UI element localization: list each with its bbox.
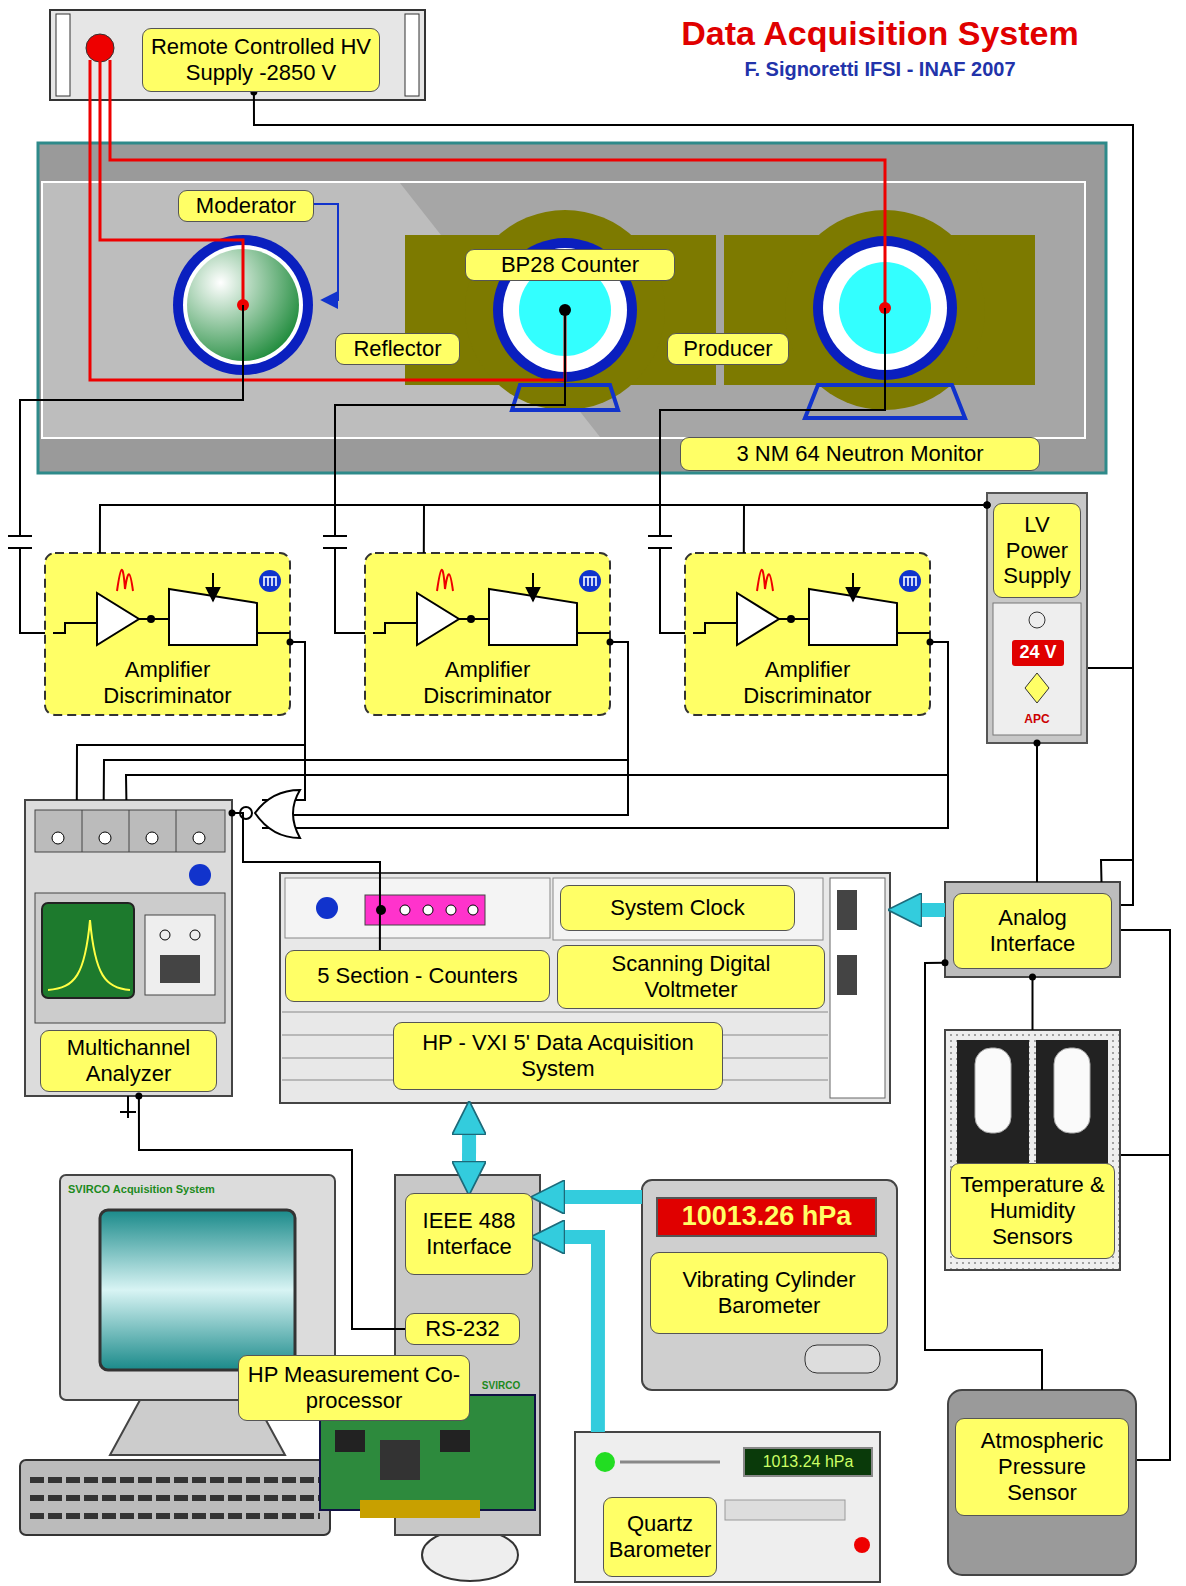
multichannel-analyzer: Multichannel Analyzer <box>25 800 232 1096</box>
junction-dot <box>984 502 991 509</box>
diagram-title: Data Acquisition System <box>600 14 1160 53</box>
node-text: Producer <box>683 336 772 362</box>
interface-box: IEEE 488 Interface <box>405 1193 533 1275</box>
wire-connector <box>1032 977 1034 1030</box>
amplifier-discriminator: Amplifier Discriminator <box>365 553 610 715</box>
or-gate <box>240 790 300 838</box>
wire-connector <box>100 505 987 553</box>
junction-dot <box>984 502 991 509</box>
wire-connector <box>744 505 987 553</box>
junction-dot <box>942 959 949 966</box>
signal-wires <box>8 305 1170 1460</box>
wire-connector <box>254 92 1133 882</box>
node-text: SVIRCO Acquisition System <box>68 1181 288 1197</box>
node-text: Remote Controlled HV Supply -2850 V <box>149 34 373 86</box>
node-text: 10013.26 hPa <box>656 1197 877 1237</box>
multichannel-analyzer <box>25 800 232 1118</box>
node-text: HP Measurement Co-processor <box>245 1362 463 1414</box>
hv-rack <box>50 10 425 100</box>
amplifier-discriminator: Amplifier Discriminator <box>685 553 930 715</box>
junction-dot <box>287 639 294 646</box>
sensor-housing <box>945 1030 1120 1270</box>
node-text: IEEE 488 Interface <box>412 1208 526 1260</box>
bus-arrow <box>551 1190 642 1204</box>
junction-dot <box>607 639 614 646</box>
note-label: APC <box>1012 712 1062 726</box>
barometer: 1013.24 hPaQuartz Barometer <box>575 1432 880 1582</box>
part-label: Moderator <box>178 190 314 222</box>
node-text: Amplifier Discriminator <box>710 654 905 712</box>
node-text: Amplifier Discriminator <box>390 654 585 712</box>
node-text: Analog Interface <box>953 893 1112 969</box>
node-text: Moderator <box>196 193 296 219</box>
node-text: Amplifier Discriminator <box>70 654 265 712</box>
node-text: RS-232 <box>425 1316 500 1342</box>
analog-interface <box>945 882 1120 977</box>
barometer: 10013.26 hPaVibrating Cylinder Barometer <box>642 1180 897 1390</box>
amplifier-discriminator: Amplifier Discriminator <box>45 553 290 715</box>
node-text: LV Power Supply <box>993 503 1081 598</box>
node-text: Scanning Digital Voltmeter <box>564 951 818 1003</box>
node-text: Atmospheric Pressure Sensor <box>955 1418 1129 1516</box>
junction-dot <box>1034 740 1041 747</box>
junction-dot <box>1029 974 1036 981</box>
module-box: System Clock <box>560 885 795 931</box>
wire-connector <box>232 813 380 950</box>
sensor-box: Temperature & Humidity Sensors <box>945 1030 1120 1270</box>
junction-dot <box>135 1093 142 1100</box>
node-text: Temperature & Humidity Sensors <box>950 1163 1115 1259</box>
node-text: Multichannel Analyzer <box>40 1030 217 1092</box>
wire-connector <box>1036 743 1038 882</box>
module-box: 5 Section - Counters <box>285 950 550 1002</box>
part-label: Producer <box>667 333 789 365</box>
part-label: Reflector <box>335 333 460 365</box>
note-label: F. Signoretti IFSI - INAF 2007 <box>600 58 1160 81</box>
hv-supply-box: Remote Controlled HV Supply -2850 V <box>142 28 380 92</box>
neutron-monitor-housing <box>38 143 1106 473</box>
part-label: BP28 Counter <box>465 249 675 281</box>
pressure-sensor: Atmospheric Pressure Sensor <box>948 1390 1136 1575</box>
junction-dot <box>229 810 236 817</box>
node-text: Vibrating Cylinder Barometer <box>650 1252 888 1334</box>
node-text: 24 V <box>1012 640 1064 666</box>
node-text: Reflector <box>353 336 441 362</box>
node-text: SVIRCO <box>470 1378 532 1394</box>
wire-connector <box>139 1096 405 1329</box>
wire-connector <box>126 642 948 800</box>
bus-arrow <box>462 1121 476 1175</box>
node-text: 3 NM 64 Neutron Monitor <box>680 437 1040 471</box>
bus-arrow <box>908 903 945 917</box>
coprocessor-box: HP Measurement Co-processor <box>238 1355 470 1421</box>
computer <box>20 1175 540 1581</box>
node-text: HP - VXI 5' Data Acquisition System <box>393 1022 723 1090</box>
bus-arrow <box>551 1237 598 1432</box>
module-box: Scanning Digital Voltmeter <box>557 945 825 1009</box>
analog-interface: Analog Interface <box>945 882 1120 977</box>
junction-dot <box>984 502 991 509</box>
neutron-monitor: 3 NM 64 Neutron Monitor ModeratorBP28 Cou… <box>38 143 1106 473</box>
node-text: BP28 Counter <box>501 252 639 278</box>
vxi-rack: HP - VXI 5' Data Acquisition System Syste… <box>280 873 890 1103</box>
junction-dot <box>927 639 934 646</box>
hv-wires <box>90 60 885 380</box>
port-box: RS-232 <box>405 1313 520 1345</box>
lv-power-supply <box>987 493 1087 743</box>
node-text: System Clock <box>610 895 744 921</box>
lv-power-supply: LV Power Supply 24 V <box>987 493 1087 743</box>
node-text: Quartz Barometer <box>603 1497 717 1577</box>
node-text: 1013.24 hPa <box>743 1447 873 1477</box>
vxi-rack <box>280 873 890 1103</box>
wire-connector <box>424 505 987 553</box>
node-text: 5 Section - Counters <box>317 963 518 989</box>
